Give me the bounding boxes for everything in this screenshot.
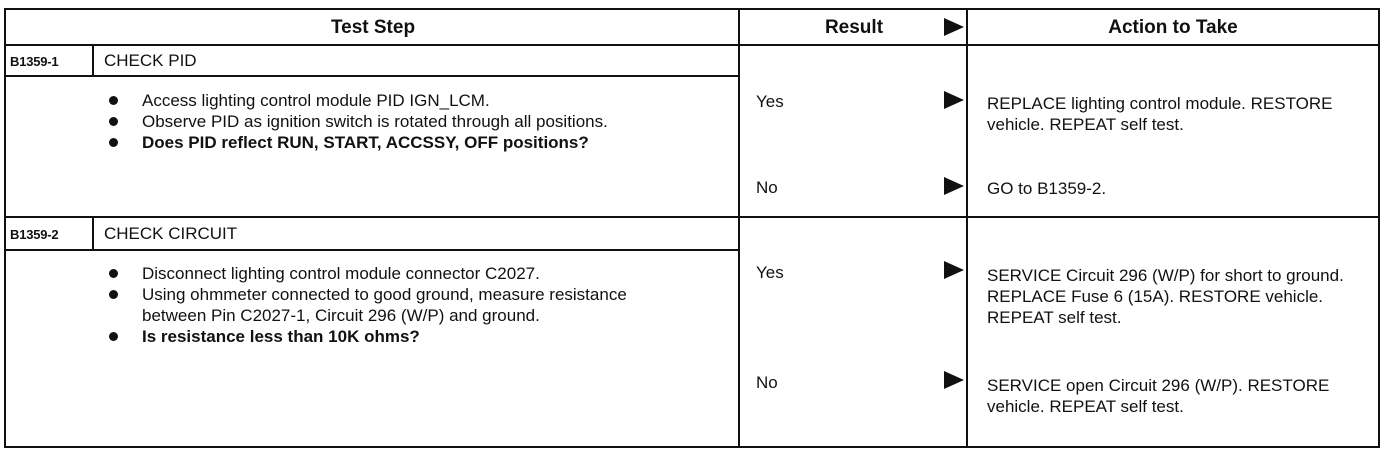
step2-title: CHECK CIRCUIT <box>104 224 238 243</box>
step-divider <box>6 216 1378 218</box>
step2-yes-action: SERVICE Circuit 296 (W/P) for short to g… <box>987 266 1344 327</box>
step1-title: CHECK PID <box>104 51 197 70</box>
step1-title-divider <box>6 75 740 77</box>
step2-no-label: No <box>756 373 778 392</box>
step2-yes-label: Yes <box>756 263 784 282</box>
list-item: Access lighting control module PID IGN_L… <box>102 90 722 111</box>
list-item: Does PID reflect RUN, START, ACCSSY, OFF… <box>102 132 722 153</box>
step2-no-arrow-icon <box>944 371 964 389</box>
step2-title-divider <box>6 249 740 251</box>
step2-code-divider <box>92 216 94 250</box>
list-item: Is resistance less than 10K ohms? <box>102 326 662 347</box>
list-item: Observe PID as ignition switch is rotate… <box>102 111 722 132</box>
step2-bullets: Disconnect lighting control module conne… <box>102 263 662 347</box>
step1-code: B1359-1 <box>10 54 59 69</box>
step2-yes-arrow-icon <box>944 261 964 279</box>
step1-yes-label: Yes <box>756 92 784 111</box>
result-column-divider <box>738 10 740 446</box>
step1-no-label: No <box>756 178 778 197</box>
bullet-icon <box>109 332 118 341</box>
list-item: Using ohmmeter connected to good ground,… <box>102 284 662 326</box>
header-action: Action to Take <box>1108 17 1238 38</box>
header-test-step: Test Step <box>330 17 416 38</box>
step1-no-arrow-icon <box>944 177 964 195</box>
step1-yes-action: REPLACE lighting control module. RESTORE… <box>987 94 1333 134</box>
step2-no-action: SERVICE open Circuit 296 (W/P). RESTORE … <box>987 376 1330 416</box>
step1-bullets: Access lighting control module PID IGN_L… <box>102 90 722 153</box>
bullet-icon <box>109 96 118 105</box>
bullet-icon <box>109 290 118 299</box>
bullet-icon <box>109 138 118 147</box>
diagnostic-table: Test Step Result Action to Take B1359-1 … <box>4 8 1380 448</box>
header-result: Result <box>824 17 884 38</box>
step1-no-action: GO to B1359-2. <box>987 179 1107 198</box>
step2-code: B1359-2 <box>10 227 59 242</box>
action-column-divider <box>966 10 968 446</box>
header-arrow-icon <box>944 18 964 36</box>
header-divider <box>6 44 1378 46</box>
step1-code-divider <box>92 44 94 76</box>
bullet-icon <box>109 269 118 278</box>
list-item: Disconnect lighting control module conne… <box>102 263 662 284</box>
step1-yes-arrow-icon <box>944 91 964 109</box>
bullet-icon <box>109 117 118 126</box>
